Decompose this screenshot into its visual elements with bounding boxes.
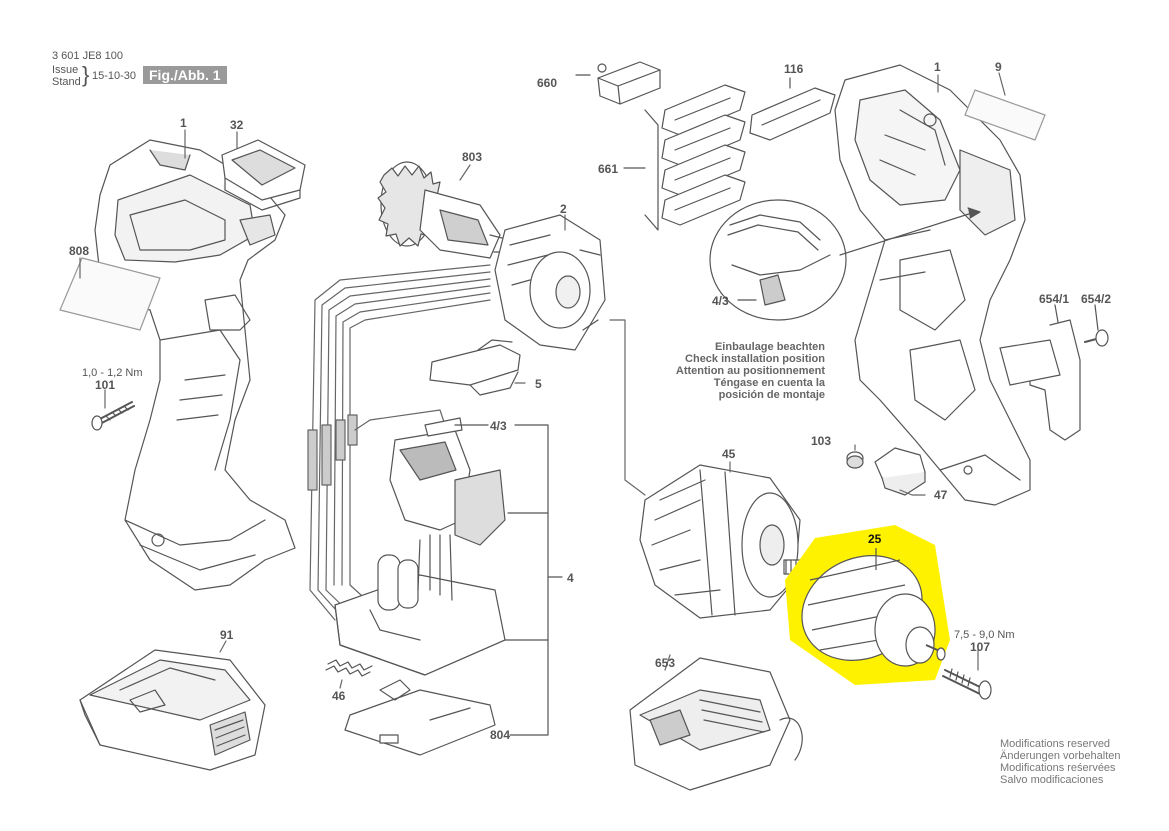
- clip-660: [575, 61, 661, 105]
- callout-101: 101: [95, 378, 116, 392]
- callout-2: 2: [560, 202, 567, 216]
- charger-653: [629, 657, 803, 791]
- gearbox-45: [639, 464, 807, 619]
- screw-107: [942, 668, 992, 700]
- callout-45: 45: [722, 447, 736, 461]
- callout-9: 9: [995, 60, 1002, 74]
- screw-101: [91, 401, 135, 431]
- label-sheet-9: [964, 89, 1046, 141]
- note-line-1: Einbaulage beachten: [714, 341, 825, 353]
- callout-91: 91: [220, 628, 234, 642]
- nut-103: [846, 451, 864, 469]
- knob-47: [874, 447, 926, 496]
- label-sheet-808: [59, 257, 161, 331]
- part-number: 3 601 JE8 100: [52, 50, 123, 62]
- modifications-notice: Modifications reserved Änderungen vorbeh…: [1000, 738, 1120, 786]
- callout-4: 4: [567, 571, 574, 585]
- contact-plate-804: [344, 679, 496, 756]
- callout-5: 5: [535, 377, 542, 391]
- switch-module-4: [334, 417, 506, 676]
- callout-804: 804: [490, 728, 511, 742]
- clip-part-32: [221, 139, 306, 211]
- torque-101: 1,0 - 1,2 Nm: [82, 367, 143, 379]
- callout-4-3-top: 4/3: [712, 294, 729, 308]
- note-line-4: Téngase en cuenta la: [713, 377, 825, 389]
- detail-view-circle: [709, 199, 981, 321]
- spring-46: [325, 659, 373, 677]
- callout-803: 803: [462, 150, 483, 164]
- note-line-5: posición de montaje: [718, 389, 825, 401]
- wiring-harness: [307, 264, 491, 621]
- callout-808: 808: [69, 244, 90, 258]
- group-bracket: [454, 424, 563, 736]
- callout-46: 46: [332, 689, 346, 703]
- direction-switch-5: [429, 339, 521, 396]
- housing-left-part: [94, 139, 296, 591]
- callout-661: 661: [598, 162, 619, 176]
- callout-32: 32: [230, 118, 244, 132]
- callout-654-2: 654/2: [1081, 292, 1112, 306]
- brace: }: [82, 62, 90, 87]
- callout-1-left: 1: [180, 116, 187, 130]
- callout-116: 116: [784, 62, 804, 76]
- mods-line-3: Modifications reśervées: [1000, 762, 1116, 774]
- pad-116: [749, 77, 836, 141]
- callout-660: 660: [537, 76, 558, 90]
- pads-661: [623, 84, 746, 231]
- note-line-2: Check installation position: [685, 353, 825, 365]
- callout-103: 103: [811, 434, 832, 448]
- torque-107: 7,5 - 9,0 Nm: [954, 629, 1015, 641]
- belt-clip-654-1: [999, 304, 1081, 441]
- housing-right-part: [834, 64, 1031, 506]
- callout-4-3-mid: 4/3: [490, 419, 507, 433]
- installation-note: Einbaulage beachten Check installation p…: [650, 341, 825, 401]
- callout-25: 25: [868, 532, 882, 546]
- callout-1-right: 1: [934, 60, 941, 74]
- issue-date: 15-10-30: [92, 70, 137, 82]
- callout-47: 47: [934, 488, 948, 502]
- figure-label: Fig./Abb. 1: [143, 66, 227, 84]
- callout-107: 107: [970, 640, 991, 654]
- mods-line-1: Modifications reserved: [1000, 738, 1111, 750]
- mods-line-2: Änderungen vorbehalten: [1000, 750, 1121, 762]
- mods-line-4: Salvo modificaciones: [1000, 774, 1104, 786]
- note-line-3: Attention au positionnement: [675, 365, 825, 377]
- chuck-25-highlight: [785, 525, 950, 685]
- callout-654-1: 654/1: [1039, 292, 1070, 306]
- callout-653: 653: [655, 656, 676, 670]
- leader-lines: [79, 72, 1006, 689]
- stand-label: Stand: [52, 76, 81, 88]
- motor-housing-2: [494, 214, 606, 351]
- motor-armature-803: [377, 161, 513, 259]
- screw-654-2: [1084, 304, 1109, 347]
- battery-pack-91: [79, 649, 266, 771]
- issue-label: Issue: [52, 64, 79, 76]
